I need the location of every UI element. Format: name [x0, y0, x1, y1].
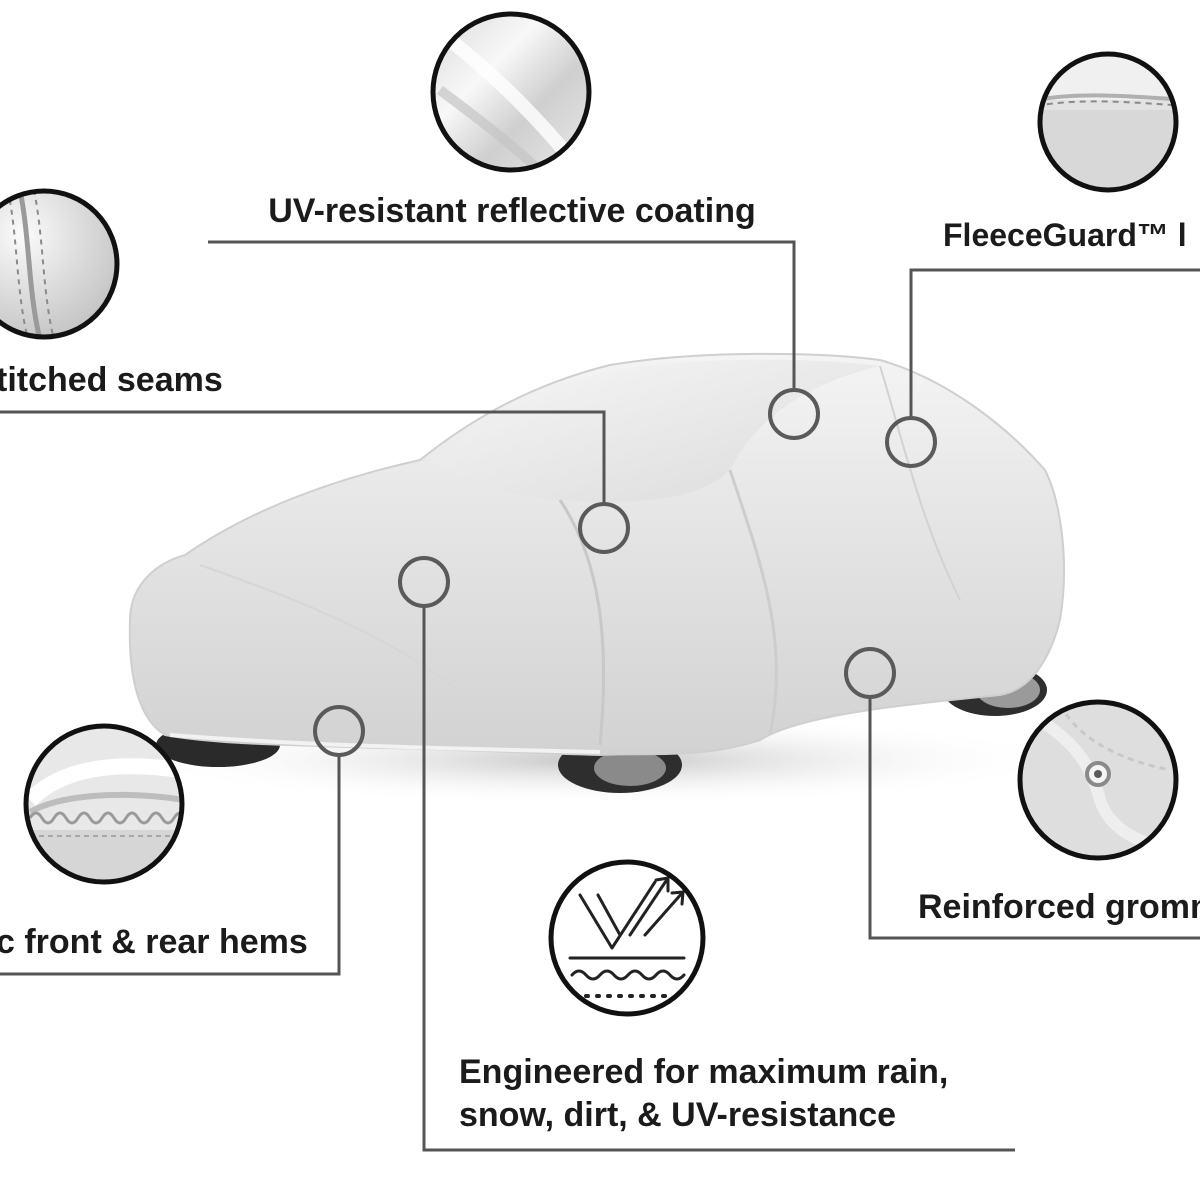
- grommets-label: Reinforced gromm: [918, 888, 1200, 926]
- uv-coating-label: UV-resistant reflective coating: [268, 192, 756, 230]
- leader-line-weather: [422, 606, 1015, 1152]
- weather-label-line1: Engineered for maximum rain,: [459, 1053, 948, 1091]
- leader-lines: [0, 240, 1200, 1152]
- leader-line-grommets: [868, 697, 1200, 940]
- leader-line-hems: [0, 755, 341, 976]
- marker-seams: [578, 502, 630, 554]
- uv-coating-callout: [430, 11, 592, 173]
- marker-fleece: [885, 416, 937, 468]
- seams-callout: [0, 188, 120, 340]
- weather-resistance-icon: [568, 876, 686, 998]
- marker-grommets: [844, 647, 896, 699]
- stitched-seam-icon: [0, 188, 120, 340]
- leader-line-uv: [208, 240, 796, 388]
- car-cover: [128, 352, 1065, 757]
- seams-label: titched seams: [0, 361, 223, 399]
- fleece-lining-icon: [1037, 51, 1179, 193]
- fabric-sheen-icon: [430, 11, 592, 173]
- car-markers: [313, 388, 937, 757]
- leader-line-seams: [0, 410, 606, 502]
- grommets-callout: [1017, 699, 1179, 861]
- grommet-icon: [1017, 699, 1179, 861]
- hems-callout: [23, 723, 185, 885]
- marker-uv-coating: [768, 388, 820, 440]
- fleece-label: FleeceGuard™ l: [943, 217, 1187, 253]
- elastic-hem-icon: [23, 723, 185, 885]
- fleece-callout: [1037, 51, 1179, 193]
- marker-hems: [313, 705, 365, 757]
- weather-callout: [548, 859, 706, 1017]
- marker-weather: [398, 556, 450, 608]
- leader-line-fleece: [909, 268, 1200, 418]
- hems-label: c front & rear hems: [0, 923, 308, 961]
- weather-label-line2: snow, dirt, & UV-resistance: [459, 1096, 896, 1134]
